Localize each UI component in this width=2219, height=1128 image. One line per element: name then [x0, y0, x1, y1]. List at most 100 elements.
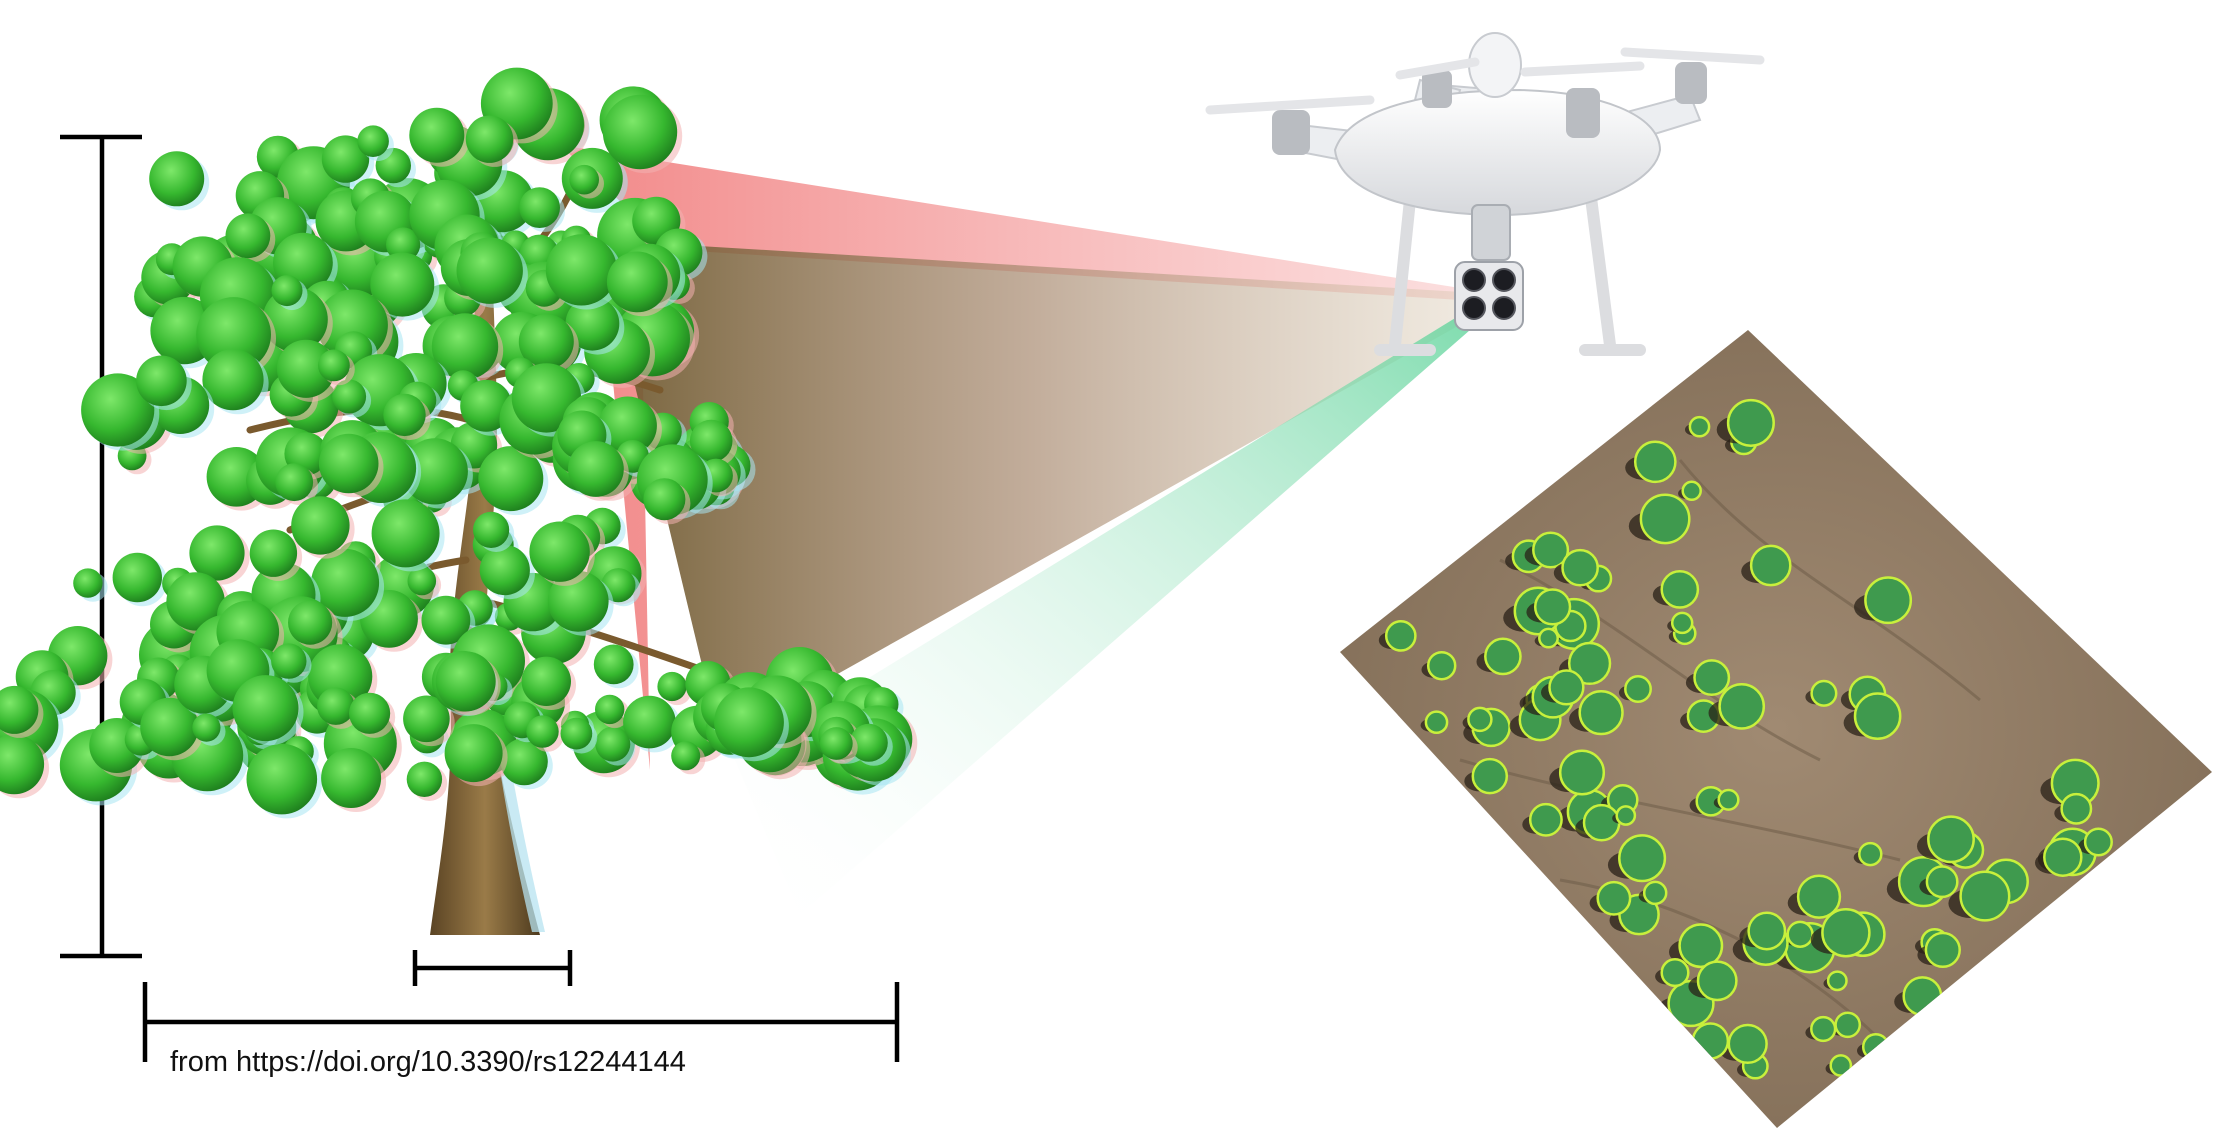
- pine-tree-illustration: [0, 67, 918, 935]
- segmented-crown: [1467, 706, 1493, 733]
- segmented-crown: [1693, 659, 1731, 697]
- foliage-clump: [526, 715, 559, 748]
- foliage-clump: [332, 379, 367, 414]
- segmented-crown: [1471, 757, 1509, 795]
- foliage-clump: [370, 252, 435, 317]
- segmented-crown: [1688, 415, 1711, 438]
- foliage-clump: [595, 726, 631, 762]
- foliage-clump: [246, 743, 318, 815]
- multispectral-camera-icon: [1462, 268, 1516, 320]
- segmented-crown: [1633, 440, 1677, 484]
- drone-motors: [1272, 62, 1707, 155]
- segmented-crown: [2043, 837, 2083, 877]
- foliage-clump: [473, 511, 510, 548]
- foliage-clump: [519, 187, 560, 229]
- segmented-crown: [1717, 788, 1740, 811]
- foliage-clump: [560, 717, 593, 750]
- foliage-clump: [657, 671, 687, 702]
- segmented-crown: [1384, 620, 1417, 652]
- foliage-clump: [431, 313, 499, 380]
- foliage-clump: [849, 723, 888, 762]
- foliage-clump: [456, 237, 523, 304]
- height-scale-bar: [60, 134, 142, 959]
- segmented-crown: [1691, 1022, 1730, 1060]
- foliage-clump: [568, 441, 624, 497]
- foliage-clump: [444, 724, 503, 783]
- camera-lens: [1492, 268, 1516, 292]
- segmented-crown: [1660, 570, 1700, 609]
- drone-body: [1333, 88, 1662, 217]
- segmented-crown: [2083, 827, 2113, 857]
- segmented-crown: [1927, 815, 1975, 864]
- segmented-crown: [1567, 641, 1612, 686]
- foliage-clump: [643, 478, 686, 521]
- segmented-crown: [1426, 650, 1457, 681]
- foliage-clump: [593, 644, 634, 685]
- segmented-crown: [1624, 675, 1652, 703]
- foliage-clump: [465, 115, 514, 163]
- camera-lens: [1492, 296, 1516, 320]
- segmented-crown: [1596, 880, 1632, 916]
- foliage-clump: [0, 734, 45, 795]
- segmented-tree-crowns: [1378, 398, 2113, 1080]
- segmented-crown: [1681, 480, 1702, 502]
- segmented-crown: [1786, 920, 1814, 948]
- foliage-clump: [196, 297, 271, 372]
- gimbal: [1471, 204, 1511, 261]
- segmented-crown: [1810, 1015, 1837, 1043]
- segmented-crown: [1864, 576, 1913, 625]
- segmented-crown: [1578, 689, 1624, 736]
- ground-texture: [1459, 459, 1981, 1042]
- foliage-clump: [232, 675, 299, 742]
- segmented-crown: [1924, 931, 1961, 969]
- segmented-crown: [1959, 870, 2011, 922]
- foliage-clump: [311, 548, 380, 617]
- foliage-clump: [317, 687, 355, 725]
- foliage-clump: [602, 94, 678, 170]
- foliage-clump: [149, 151, 205, 207]
- foliage-clump: [318, 349, 350, 382]
- foliage-clump: [271, 275, 303, 307]
- segmented-crown: [1749, 544, 1792, 587]
- foliage-clump: [140, 697, 199, 757]
- foliage-clump: [276, 339, 336, 398]
- foliage-clump: [547, 570, 609, 632]
- camera-lens: [1462, 268, 1486, 292]
- segmented-crown: [1484, 637, 1522, 676]
- foliage-clump: [202, 349, 264, 411]
- green-beam: [735, 312, 1470, 915]
- camera-lens: [1462, 296, 1486, 320]
- segmented-crown: [1678, 923, 1724, 969]
- segmented-crown: [1858, 841, 1883, 867]
- foliage-clump: [421, 595, 471, 645]
- foliage-clump: [225, 213, 271, 259]
- segmented-crown: [1861, 1033, 1890, 1061]
- segmented-crown: [1810, 679, 1838, 707]
- trunk-diameter-scale-bar: [412, 950, 573, 986]
- foliage-clump: [595, 694, 625, 725]
- segmented-crown: [1829, 1054, 1853, 1077]
- foliage-clump: [500, 738, 548, 786]
- segmented-crown: [1639, 493, 1691, 545]
- foliage-clump: [321, 135, 370, 183]
- segmented-crown: [1528, 802, 1563, 837]
- segmented-crown: [1642, 880, 1668, 906]
- foliage-clump: [406, 761, 443, 797]
- foliage-clump: [407, 566, 437, 596]
- foliage-clump: [81, 373, 155, 447]
- foliage-clump: [189, 525, 245, 581]
- segmented-crown: [1925, 865, 1959, 899]
- segmented-crown: [1424, 710, 1449, 735]
- segmented-crown: [1796, 874, 1842, 919]
- segmented-crown: [1727, 1023, 1768, 1065]
- segmented-crown: [1561, 548, 1599, 587]
- segmented-crown: [1747, 911, 1787, 951]
- foliage-clump: [192, 713, 221, 742]
- foliage-clump: [460, 379, 512, 432]
- segmented-crown: [1718, 683, 1766, 730]
- segmented-crown: [1660, 958, 1690, 988]
- foliage-clump: [714, 687, 784, 758]
- center-beam: [600, 240, 1465, 740]
- crown-width-scale-bar: [142, 982, 900, 1062]
